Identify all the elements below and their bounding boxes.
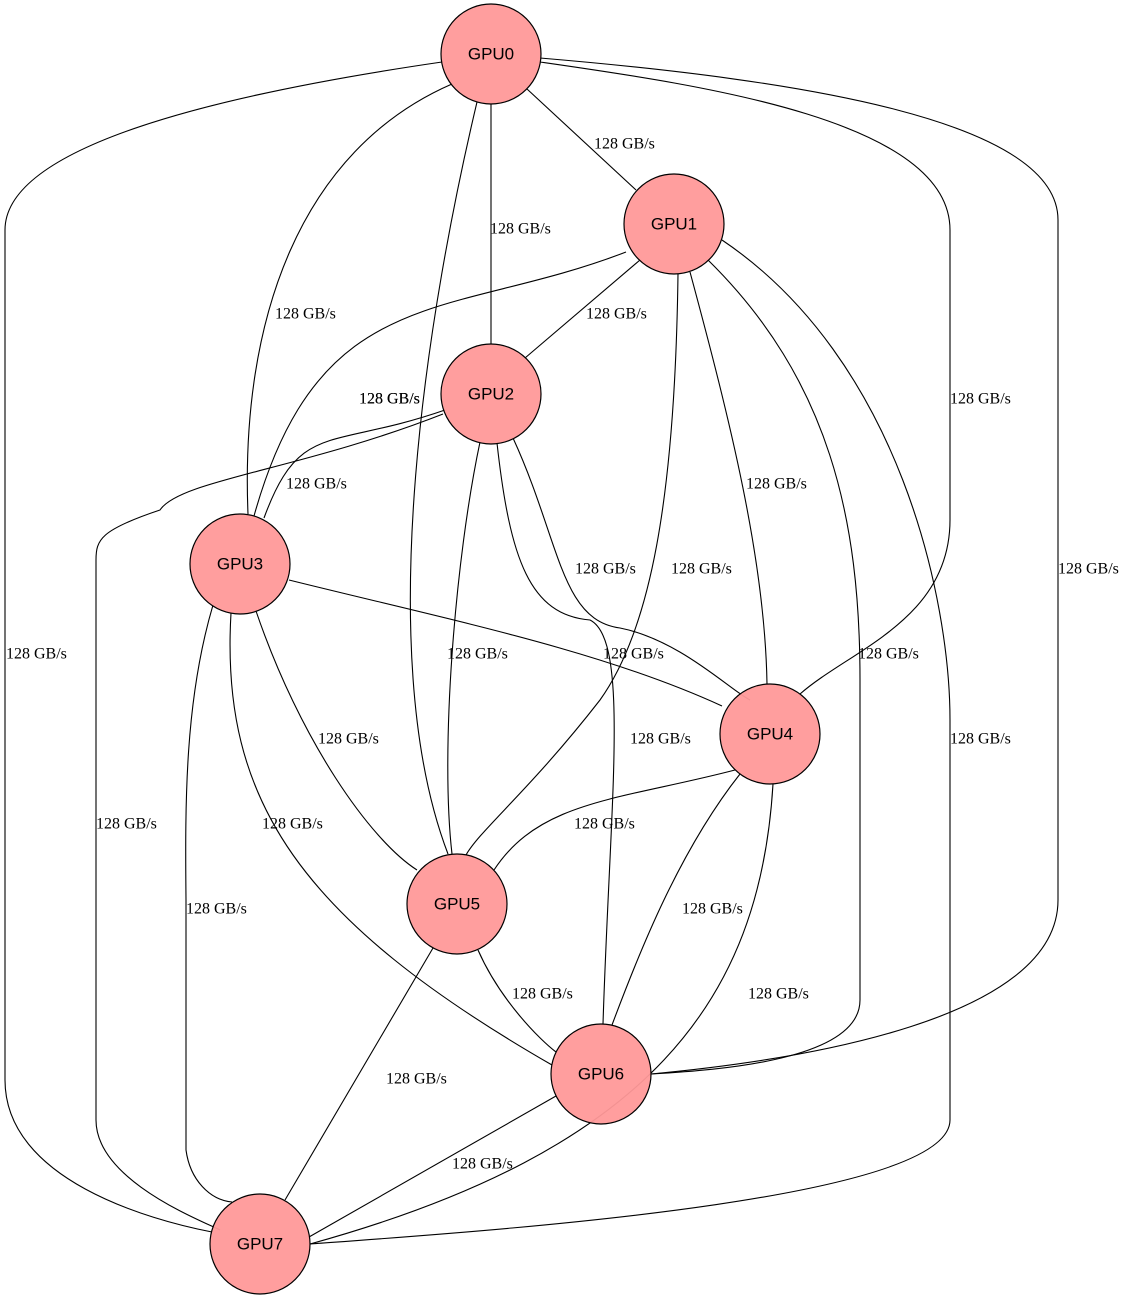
- edge-label: 128 GB/s: [746, 476, 807, 493]
- edge-label: 128 GB/s: [359, 391, 420, 408]
- edge-gpu0-gpu1: [526, 88, 637, 191]
- edge-label: 128 GB/s: [950, 391, 1011, 408]
- node-label: GPU7: [237, 1234, 283, 1253]
- edge-gpu1-gpu5: [465, 273, 679, 856]
- edge-label: 128 GB/s: [682, 901, 743, 918]
- edge-gpu2-gpu6: [496, 442, 615, 1025]
- edge-label: 128 GB/s: [6, 646, 67, 663]
- edge-label: 128 GB/s: [262, 816, 323, 833]
- edge-label: 128 GB/s: [586, 306, 647, 323]
- edge-gpu5-gpu6: [477, 949, 557, 1053]
- edge-gpu3-gpu5: [255, 610, 418, 871]
- edge-gpu0-gpu5: [409, 101, 478, 855]
- edge-label: 128 GB/s: [1058, 561, 1119, 578]
- edge-gpu4-gpu5: [493, 769, 736, 871]
- node-gpu7: GPU7: [209, 1193, 311, 1295]
- edge-gpu1-gpu3: [253, 251, 627, 517]
- edge-label: 128 GB/s: [630, 731, 691, 748]
- edge-label: 128 GB/s: [318, 731, 379, 748]
- edge-label: 128 GB/s: [447, 646, 508, 663]
- edge-gpu0-gpu7: [4, 61, 443, 1233]
- edge-gpu1-gpu7: [309, 239, 951, 1245]
- edge-gpu1-gpu4: [689, 271, 768, 685]
- edge-label: 128 GB/s: [275, 306, 336, 323]
- edge-label: 128 GB/s: [512, 986, 573, 1003]
- edge-label: 128 GB/s: [386, 1071, 447, 1088]
- edge-gpu0-gpu3: [246, 83, 453, 515]
- edge-gpu3-gpu7: [185, 604, 233, 1203]
- node-circle: [406, 853, 508, 955]
- node-circle: [440, 343, 542, 445]
- edge-gpu1-gpu6: [650, 259, 861, 1075]
- edge-gpu0-gpu4: [539, 61, 951, 695]
- edge-label: 128 GB/s: [671, 561, 732, 578]
- edge-label: 128 GB/s: [286, 476, 347, 493]
- edge-label: 128 GB/s: [575, 561, 636, 578]
- node-circle: [719, 683, 821, 785]
- edge-label: 128 GB/s: [594, 136, 655, 153]
- edge-gpu2-gpu5: [447, 441, 481, 855]
- node-circle: [440, 3, 542, 105]
- node-gpu0: GPU0: [440, 3, 542, 105]
- node-label: GPU3: [217, 554, 263, 573]
- edge-label: 128 GB/s: [186, 901, 247, 918]
- node-circle: [623, 173, 725, 275]
- node-label: GPU4: [747, 724, 793, 743]
- node-gpu1: GPU1: [623, 173, 725, 275]
- node-circle: [550, 1023, 652, 1125]
- edges-layer: [4, 57, 1059, 1245]
- node-label: GPU6: [578, 1064, 624, 1083]
- node-gpu6: GPU6: [550, 1023, 652, 1125]
- node-circle: [189, 513, 291, 615]
- edge-labels-layer: 128 GB/s 128 GB/s 128 GB/s 128 GB/s 128 GB/s…: [6, 136, 1119, 1173]
- node-label: GPU1: [651, 214, 697, 233]
- node-gpu2: GPU2: [440, 343, 542, 445]
- node-label: GPU2: [468, 384, 514, 403]
- edge-gpu1-gpu2: [524, 259, 641, 359]
- edge-label: 128 GB/s: [858, 646, 919, 663]
- node-label: GPU5: [434, 894, 480, 913]
- edge-gpu2-gpu4: [512, 437, 751, 701]
- edge-label: 128 GB/s: [490, 221, 551, 238]
- edge-label: 128 GB/s: [603, 646, 664, 663]
- edge-gpu4-gpu6: [611, 773, 741, 1026]
- node-gpu3: GPU3: [189, 513, 291, 615]
- edge-label: 128 GB/s: [452, 1156, 513, 1173]
- edge-gpu5-gpu7: [284, 947, 434, 1201]
- edge-label: 128 GB/s: [96, 816, 157, 833]
- node-circle: [209, 1193, 311, 1295]
- node-gpu4: GPU4: [719, 683, 821, 785]
- edge-gpu2-gpu7: [95, 413, 444, 1231]
- edge-label: 128 GB/s: [359, 391, 420, 408]
- node-gpu5: GPU5: [406, 853, 508, 955]
- edge-gpu6-gpu7: [308, 1095, 557, 1238]
- edge-gpu2-gpu3: [263, 409, 446, 519]
- edge-gpu0-gpu6: [539, 57, 1059, 1075]
- edge-label: 128 GB/s: [748, 986, 809, 1003]
- edge-gpu3-gpu4: [288, 579, 723, 707]
- node-label: GPU0: [468, 44, 514, 63]
- edge-label: 128 GB/s: [950, 731, 1011, 748]
- edge-gpu4-gpu7: [309, 783, 774, 1245]
- edge-label: 128 GB/s: [574, 816, 635, 833]
- edge-gpu3-gpu6: [229, 612, 553, 1066]
